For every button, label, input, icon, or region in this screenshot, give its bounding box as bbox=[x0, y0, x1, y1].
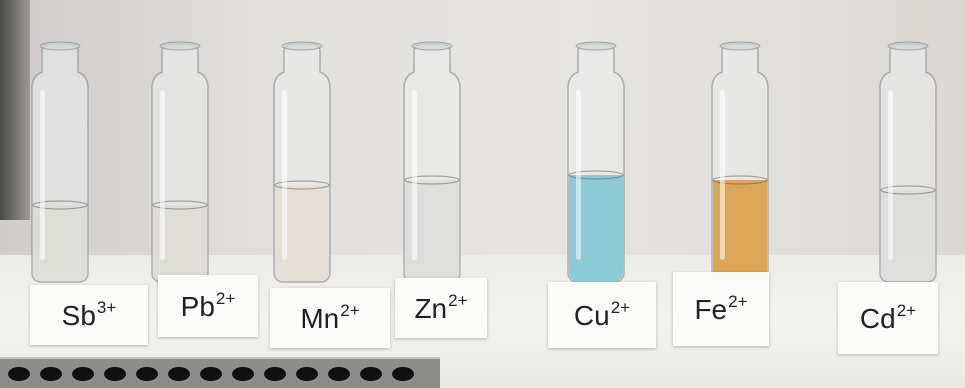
vial-meniscus bbox=[712, 175, 768, 185]
label-sb: Sb3+ bbox=[30, 285, 148, 345]
vial-rim bbox=[575, 41, 617, 51]
rack-hole bbox=[72, 367, 94, 381]
rack-hole bbox=[40, 367, 62, 381]
vial-highlight bbox=[40, 90, 45, 260]
rack-hole bbox=[360, 367, 382, 381]
vial-liquid bbox=[713, 180, 767, 281]
vial-highlight bbox=[888, 90, 893, 260]
vial-fe-glass bbox=[711, 41, 769, 283]
vial-mn-glass bbox=[273, 41, 331, 283]
vial-liquid bbox=[153, 205, 207, 281]
rack-hole bbox=[328, 367, 350, 381]
vial-meniscus bbox=[32, 200, 88, 210]
vial-sb-glass bbox=[31, 41, 89, 283]
vial-rim bbox=[281, 41, 323, 51]
background-shadow bbox=[0, 0, 30, 220]
vial-rim bbox=[411, 41, 453, 51]
rack-hole bbox=[232, 367, 254, 381]
vial-rim bbox=[159, 41, 201, 51]
vial-zn-glass bbox=[403, 41, 461, 283]
vial-highlight bbox=[576, 90, 581, 260]
rack-hole bbox=[264, 367, 286, 381]
vial-meniscus bbox=[274, 180, 330, 190]
label-cu: Cu2+ bbox=[548, 282, 656, 348]
vial-highlight bbox=[720, 90, 725, 260]
rack-hole bbox=[8, 367, 30, 381]
rack-hole bbox=[296, 367, 318, 381]
label-mn: Mn2+ bbox=[270, 288, 390, 348]
vial-pb bbox=[140, 40, 220, 285]
vial-cu-glass bbox=[567, 41, 625, 283]
vial-liquid bbox=[33, 205, 87, 281]
vial-meniscus bbox=[404, 175, 460, 185]
vial-meniscus bbox=[152, 200, 208, 210]
vial-pb-glass bbox=[151, 41, 209, 283]
test-tube-rack bbox=[0, 357, 440, 388]
vial-liquid bbox=[405, 180, 459, 281]
vial-cd bbox=[868, 40, 948, 285]
rack-hole bbox=[104, 367, 126, 381]
label-cd: Cd2+ bbox=[838, 282, 938, 354]
vial-sb bbox=[20, 40, 100, 285]
vial-liquid bbox=[275, 185, 329, 281]
vial-highlight bbox=[160, 90, 165, 260]
vial-zn bbox=[392, 40, 472, 285]
vial-rim bbox=[887, 41, 929, 51]
rack-hole bbox=[136, 367, 158, 381]
vial-liquid bbox=[569, 175, 623, 281]
rack-hole bbox=[392, 367, 414, 381]
vial-highlight bbox=[282, 90, 287, 260]
vial-rim bbox=[39, 41, 81, 51]
vial-meniscus bbox=[880, 185, 936, 195]
vial-cu bbox=[556, 40, 636, 285]
vial-liquid bbox=[881, 190, 935, 281]
label-pb: Pb2+ bbox=[158, 275, 258, 337]
vial-meniscus bbox=[568, 170, 624, 180]
vial-rim bbox=[719, 41, 761, 51]
label-fe: Fe2+ bbox=[673, 272, 769, 346]
vial-cd-glass bbox=[879, 41, 937, 283]
rack-hole bbox=[200, 367, 222, 381]
vial-mn bbox=[262, 40, 342, 285]
vial-fe bbox=[700, 40, 780, 285]
rack-hole bbox=[168, 367, 190, 381]
label-zn: Zn2+ bbox=[395, 278, 487, 338]
vial-highlight bbox=[412, 90, 417, 260]
